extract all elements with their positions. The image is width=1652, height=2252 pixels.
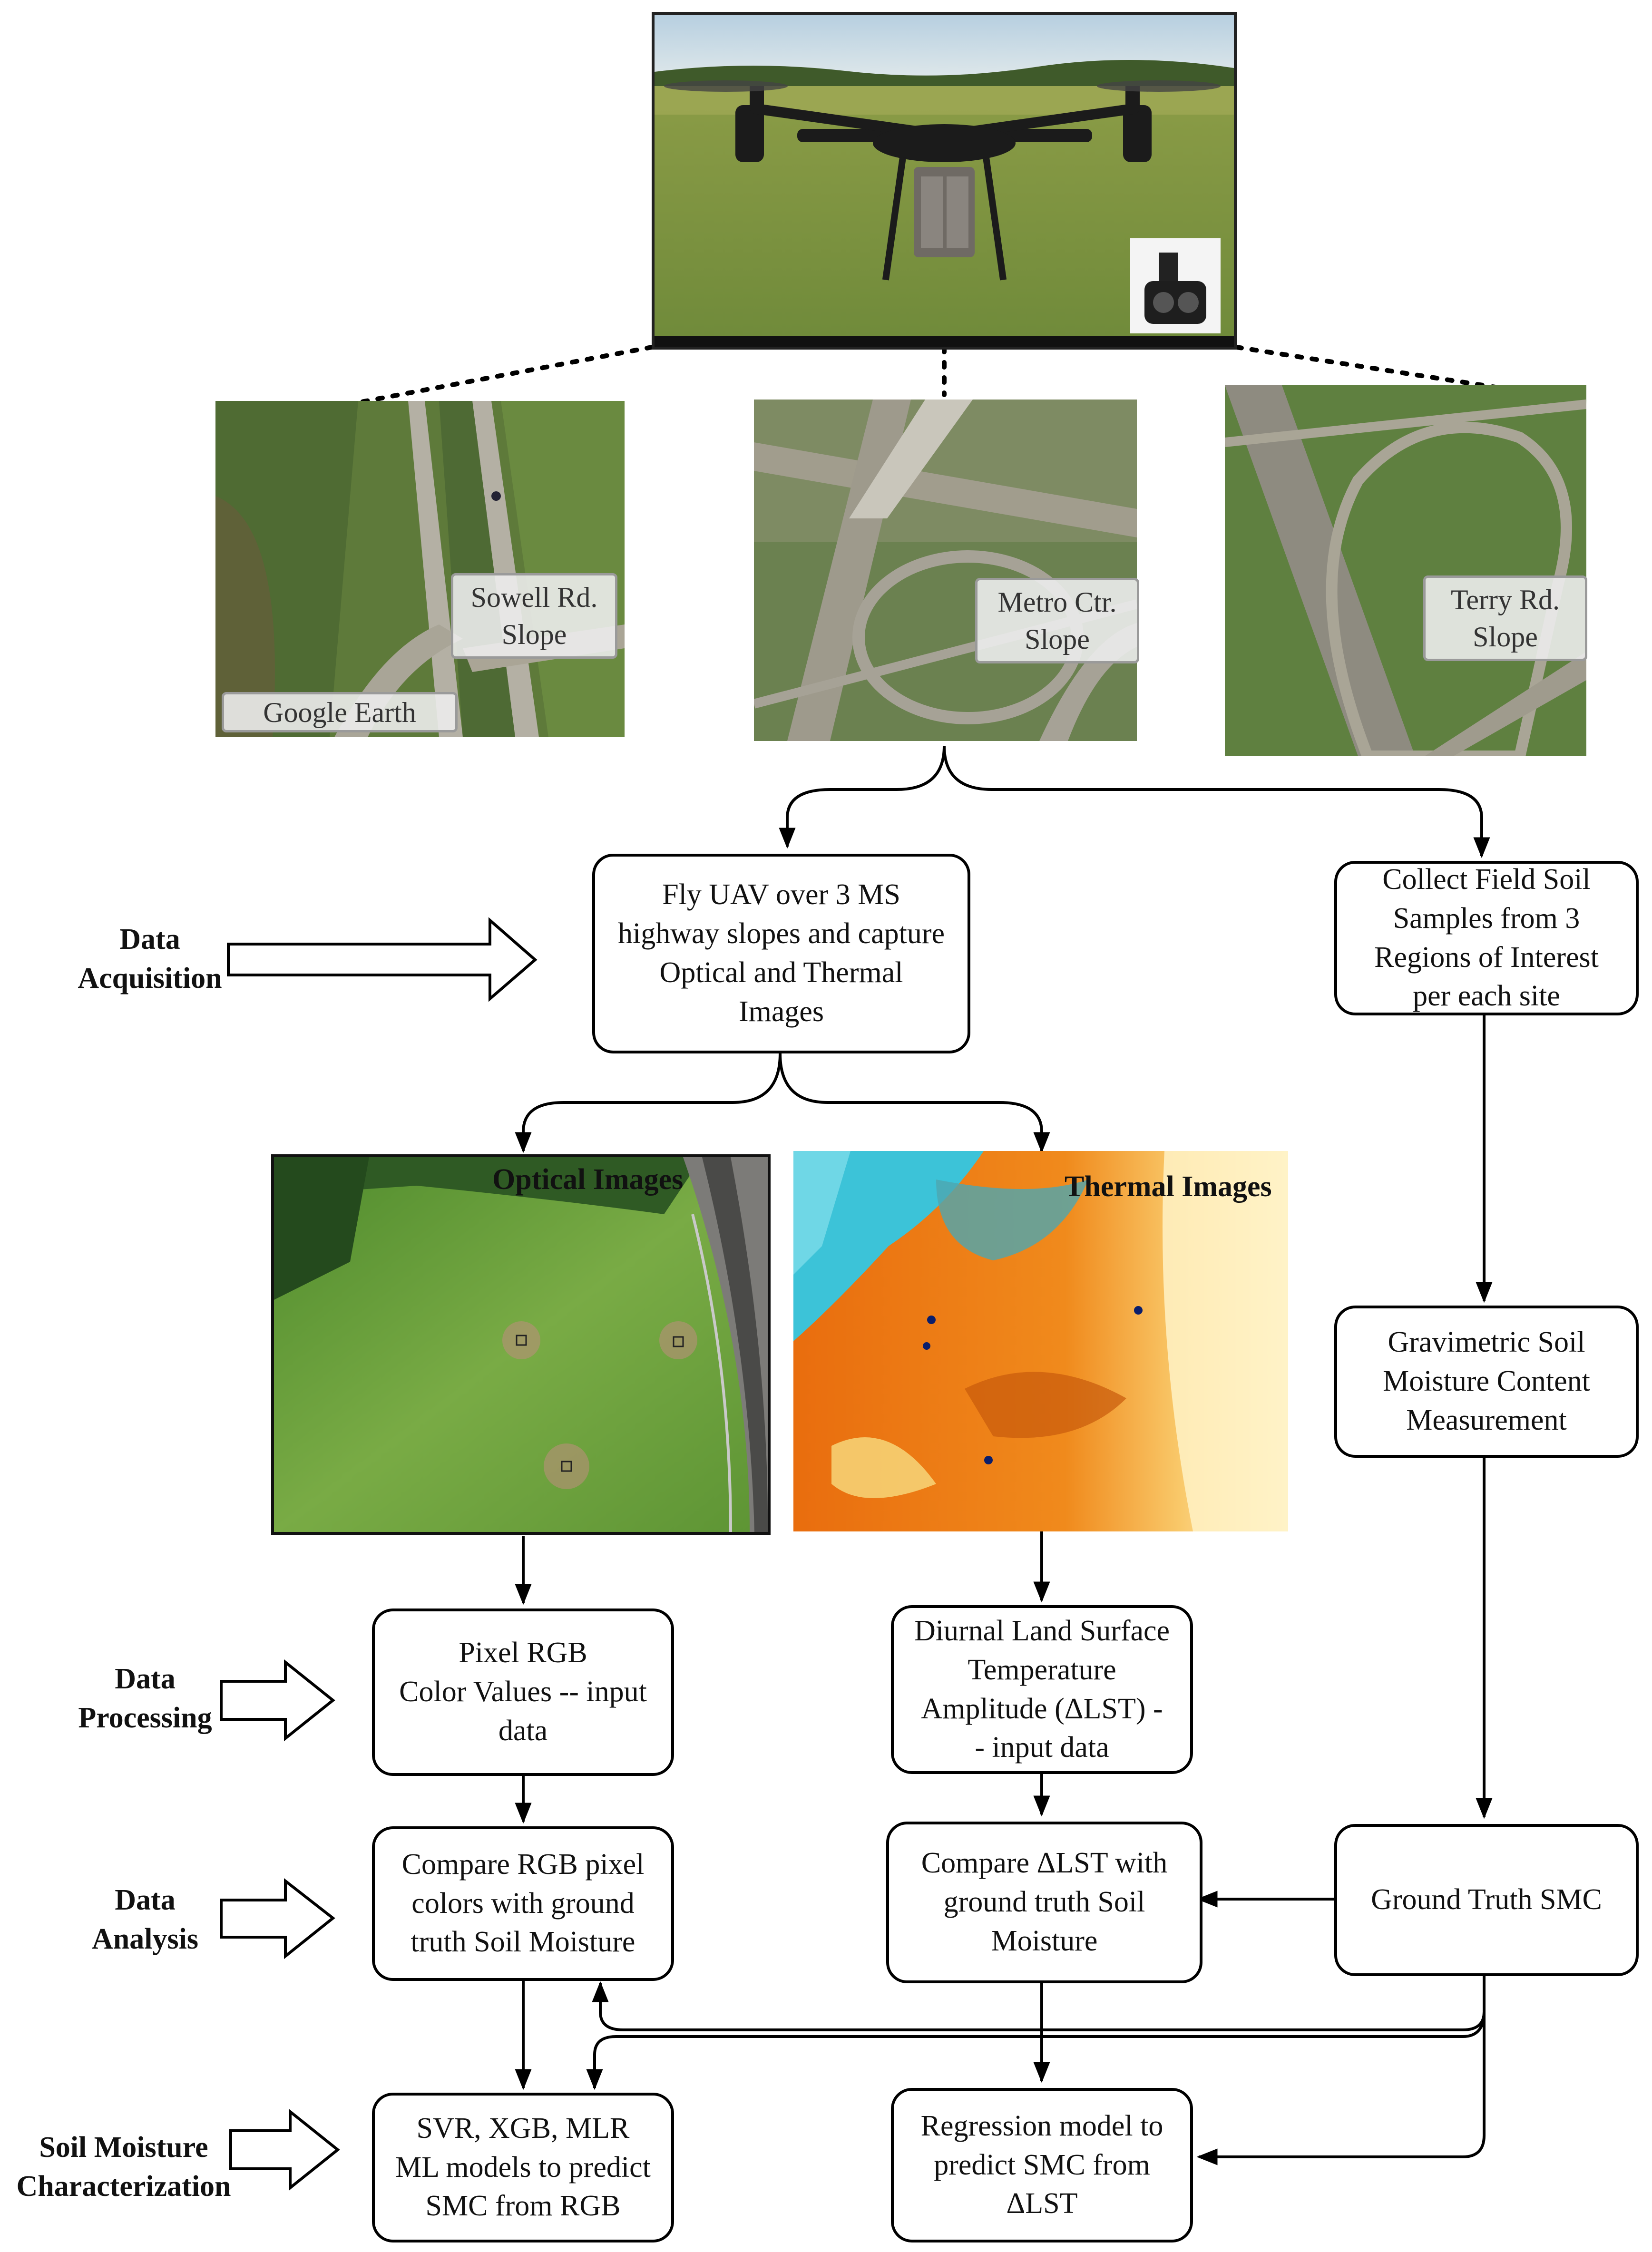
split-sites (779, 745, 946, 849)
thermal-image (793, 1151, 1288, 1531)
compare-lst-box: Compare ΔLST with ground truth Soil Mois… (886, 1822, 1202, 1983)
fly-uav-text: Fly UAV over 3 MS highway slopes and cap… (618, 878, 945, 1028)
ground-truth-smc-text: Ground Truth SMC (1371, 1883, 1602, 1916)
site-photo-sowell (215, 401, 625, 737)
stage-arrow-acquisition (227, 917, 538, 1002)
diurnal-lst-text: Diurnal Land Surface Temperature Amplitu… (914, 1614, 1170, 1764)
drone-photo (652, 12, 1237, 350)
optical-images-title: Optical Images (492, 1163, 684, 1196)
google-earth-label: Google Earth (222, 692, 458, 732)
regression-model-box: Regression model to predict SMC from ΔLS… (891, 2088, 1193, 2242)
pixel-rgb-box: Pixel RGB Color Values -- input data (372, 1609, 674, 1776)
dotted-link-left (359, 345, 654, 404)
stage-label-acquisition: Data Acquisition (78, 923, 222, 994)
ml-models-text: SVR, XGB, MLR ML models to predict SMC f… (395, 2112, 651, 2223)
stage-arrow-characterization (229, 2108, 340, 2191)
ground-truth-smc-box: Ground Truth SMC (1334, 1824, 1639, 1976)
collect-samples-box: Collect Field Soil Samples from 3 Region… (1334, 861, 1639, 1015)
site-label-sowell: Sowell Rd. Slope (451, 573, 617, 659)
site-label-terry: Terry Rd. Slope (1423, 575, 1587, 661)
arrow-groundtruth-regression (1196, 2012, 1486, 2165)
site-photo-terry (1225, 385, 1586, 756)
pixel-rgb-text: Pixel RGB Color Values -- input data (399, 1637, 647, 1747)
collect-samples-text: Collect Field Soil Samples from 3 Region… (1374, 863, 1599, 1013)
regression-model-text: Regression model to predict SMC from ΔLS… (920, 2109, 1163, 2220)
gravimetric-text: Gravimetric Soil Moisture Content Measur… (1383, 1326, 1590, 1436)
site-photo-metro (754, 400, 1137, 741)
ml-models-box: SVR, XGB, MLR ML models to predict SMC f… (372, 2093, 674, 2242)
site-label-metro: Metro Ctr. Slope (975, 578, 1139, 663)
stage-label-analysis: Data Analysis (92, 1884, 198, 1955)
thermal-images-title: Thermal Images (1065, 1170, 1272, 1203)
diurnal-lst-box: Diurnal Land Surface Temperature Amplitu… (891, 1605, 1193, 1774)
fly-uav-box: Fly UAV over 3 MS highway slopes and cap… (592, 854, 970, 1053)
dotted-link-right (1234, 345, 1501, 390)
stage-label-processing: Data Processing (78, 1663, 212, 1734)
gravimetric-box: Gravimetric Soil Moisture Content Measur… (1334, 1306, 1639, 1458)
compare-lst-text: Compare ΔLST with ground truth Soil Mois… (921, 1847, 1168, 1957)
split-images (515, 1053, 782, 1153)
stage-label-characterization: Soil Moisture Characterization (16, 2131, 231, 2203)
compare-rgb-box: Compare RGB pixel colors with ground tru… (372, 1826, 674, 1981)
compare-rgb-text: Compare RGB pixel colors with ground tru… (401, 1848, 645, 1959)
stage-arrow-analysis (220, 1878, 335, 1960)
optical-image (271, 1154, 771, 1535)
stage-arrow-processing (220, 1659, 335, 1742)
